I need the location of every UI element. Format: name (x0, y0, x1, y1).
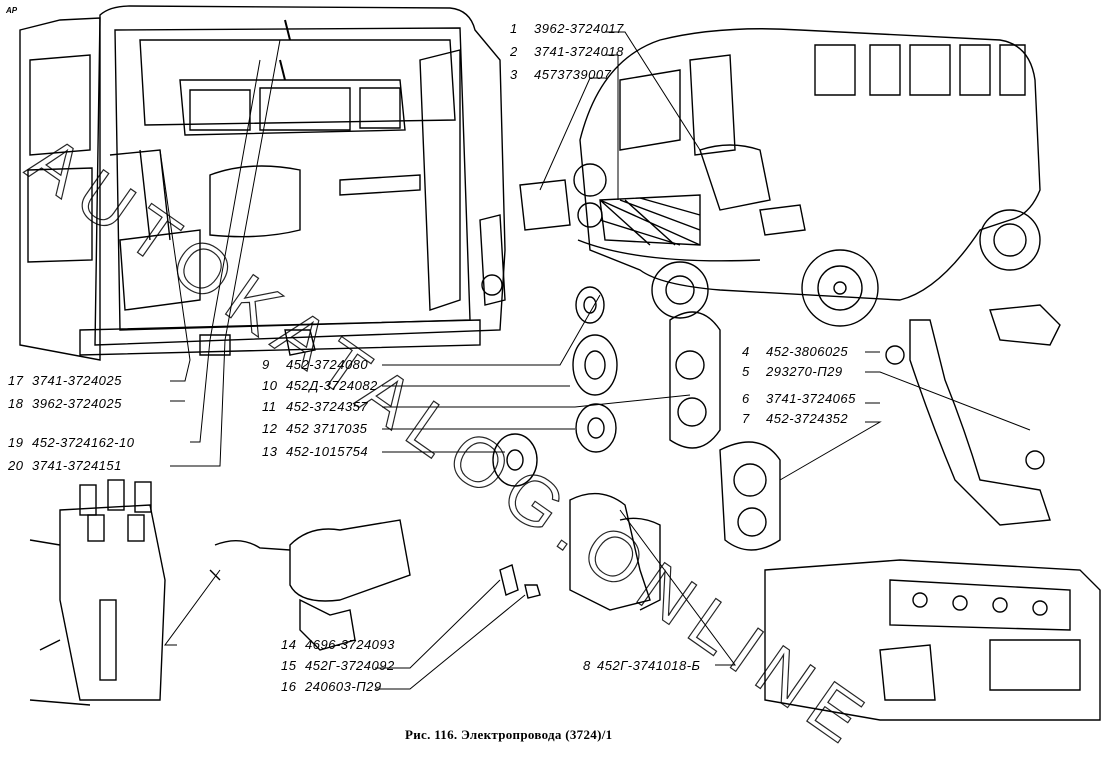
leader-lines (159, 31, 1031, 690)
engine-drawing (764, 559, 1101, 721)
van-rear-view-drawing (19, 5, 571, 361)
ignition-coil-drawing (209, 519, 411, 651)
figure-caption: Рис. 116. Электропровода (3724)/1 (405, 727, 613, 742)
corner-mark: AP (6, 6, 18, 15)
grommets-drawing (492, 286, 781, 551)
ground-strap-drawing (885, 304, 1061, 526)
clamps-drawing (499, 564, 541, 599)
van-front-view-drawing (573, 28, 1041, 327)
bracket-drawing (569, 492, 661, 611)
distributor-drawing (29, 479, 166, 706)
